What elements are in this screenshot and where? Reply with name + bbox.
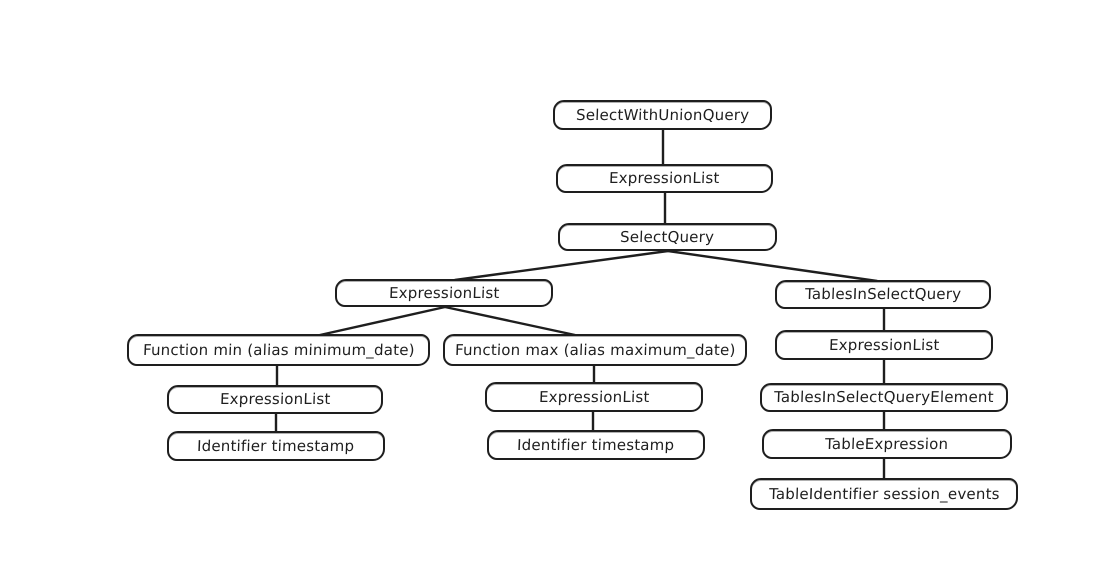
node-label: Function max (alias maximum_date) bbox=[454, 340, 736, 359]
node-label: Function min (alias minimum_date) bbox=[142, 340, 415, 359]
edge-expressionlist-function-min bbox=[318, 305, 447, 337]
node-label: ExpressionList bbox=[538, 387, 650, 406]
node-label: ExpressionList bbox=[608, 169, 721, 187]
edge-selectquery-tablesinselectquery bbox=[666, 249, 879, 283]
node-label: TableExpression bbox=[825, 434, 949, 453]
node-table-expression: TableExpression bbox=[762, 429, 1012, 459]
node-label: Identifier timestamp bbox=[517, 435, 675, 454]
node-function-min: Function min (alias minimum_date) bbox=[127, 334, 430, 366]
node-select-with-union-query: SelectWithUnionQuery bbox=[553, 100, 772, 130]
node-label: SelectWithUnionQuery bbox=[575, 105, 750, 124]
node-select-query: SelectQuery bbox=[558, 223, 777, 251]
node-identifier-timestamp-max: Identifier timestamp bbox=[487, 430, 705, 460]
edge-selectquery-expressionlist-left bbox=[453, 249, 670, 282]
node-function-max: Function max (alias maximum_date) bbox=[443, 334, 747, 366]
node-table-identifier-session-events: TableIdentifier session_events bbox=[750, 478, 1018, 510]
node-label: TableIdentifier session_events bbox=[768, 484, 1000, 503]
node-expression-list-max: ExpressionList bbox=[485, 382, 703, 412]
node-label: SelectQuery bbox=[620, 227, 715, 246]
node-label: ExpressionList bbox=[219, 390, 331, 408]
node-tables-in-select-query-element: TablesInSelectQueryElement bbox=[760, 383, 1008, 412]
node-label: ExpressionList bbox=[828, 335, 940, 354]
node-expression-list-select: ExpressionList bbox=[335, 279, 553, 307]
node-tables-in-select-query: TablesInSelectQuery bbox=[775, 280, 991, 309]
node-label: Identifier timestamp bbox=[197, 436, 355, 455]
node-label: TablesInSelectQuery bbox=[804, 285, 962, 303]
node-expression-list-top: ExpressionList bbox=[556, 164, 773, 193]
edge-expressionlist-function-max bbox=[443, 305, 577, 337]
node-label: ExpressionList bbox=[388, 283, 500, 302]
node-expression-list-min: ExpressionList bbox=[167, 385, 383, 414]
node-label: TablesInSelectQueryElement bbox=[773, 388, 995, 406]
node-identifier-timestamp-min: Identifier timestamp bbox=[167, 431, 385, 461]
node-expression-list-tables: ExpressionList bbox=[775, 330, 993, 360]
